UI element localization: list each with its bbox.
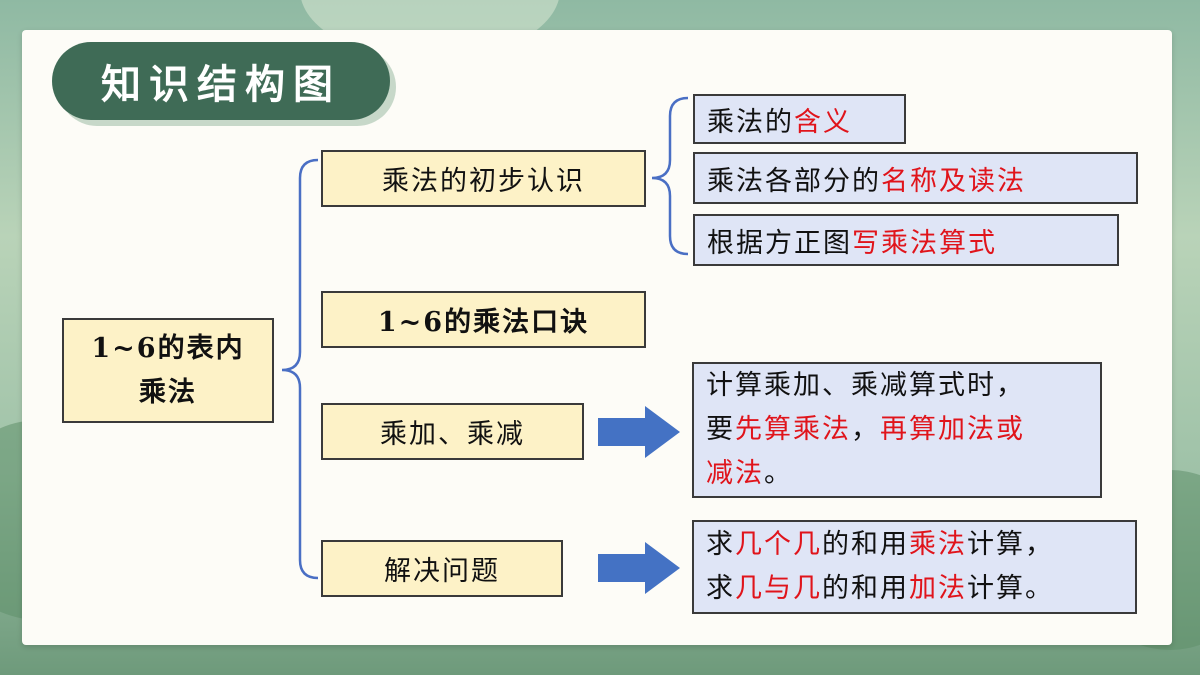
note-text: 的和用	[822, 573, 909, 604]
branch-node: 乘法的初步认识	[321, 150, 646, 207]
arrow-icon	[598, 542, 680, 594]
branch-label: 乘加、乘减	[380, 419, 525, 450]
branch-label: 乘法的初步认识	[382, 166, 585, 197]
sub-item-highlight: 含义	[794, 106, 852, 138]
rule-note-mul-add: 计算乘加、乘减算式时， 要先算乘法，再算加法或 减法。	[692, 362, 1102, 498]
note-line: 求几与几的和用加法计算。	[706, 567, 1054, 611]
note-text: ，	[851, 414, 880, 445]
note-highlight: 乘法	[909, 529, 967, 560]
sub-item: 根据方正图写乘法算式	[693, 214, 1119, 266]
note-line: 要先算乘法，再算加法或	[706, 408, 1025, 452]
branch-label: 1~6的乘法口诀	[377, 307, 590, 338]
sub-item-highlight: 写乘法算式	[852, 227, 997, 259]
branch-node: 1~6的乘法口诀	[321, 291, 646, 348]
page-title: 知识结构图	[52, 42, 390, 120]
root-line-2: 乘法	[139, 376, 197, 408]
rule-note-problem: 求几个几的和用乘法计算， 求几与几的和用加法计算。	[692, 520, 1137, 614]
sub-item-text: 乘法各部分的	[707, 165, 881, 197]
sub-item-text: 根据方正图	[707, 227, 852, 259]
note-text: 计算乘加、乘减算式时，	[706, 370, 1025, 401]
branch-node: 解决问题	[321, 540, 563, 597]
arrow-icon	[598, 406, 680, 458]
note-text: 。	[764, 458, 793, 489]
note-line: 减法。	[706, 452, 793, 496]
sub-item: 乘法各部分的名称及读法	[693, 152, 1138, 204]
note-highlight: 再算加法或	[880, 414, 1025, 445]
note-highlight: 几个几	[735, 529, 822, 560]
sub-item-text: 乘法的	[707, 106, 794, 138]
note-highlight: 减法	[706, 458, 764, 489]
note-text: 求	[706, 529, 735, 560]
root-line-1: 1~6的表内	[91, 332, 245, 364]
sub-item-highlight: 名称及读法	[881, 165, 1026, 197]
branch-label: 解决问题	[384, 556, 500, 587]
note-highlight: 几与几	[735, 573, 822, 604]
note-highlight: 加法	[909, 573, 967, 604]
branch-node: 乘加、乘减	[321, 403, 584, 460]
note-text: 求	[706, 573, 735, 604]
main-bracket	[281, 158, 319, 580]
note-text: 计算，	[967, 529, 1054, 560]
sub-bracket	[651, 96, 689, 256]
note-text: 的和用	[822, 529, 909, 560]
root-node: 1~6的表内 乘法	[62, 318, 274, 423]
note-text: 计算。	[967, 573, 1054, 604]
note-line: 求几个几的和用乘法计算，	[706, 523, 1054, 567]
note-line: 计算乘加、乘减算式时，	[706, 364, 1025, 408]
sub-item: 乘法的含义	[693, 94, 906, 144]
note-text: 要	[706, 414, 735, 445]
note-highlight: 先算乘法	[735, 414, 851, 445]
